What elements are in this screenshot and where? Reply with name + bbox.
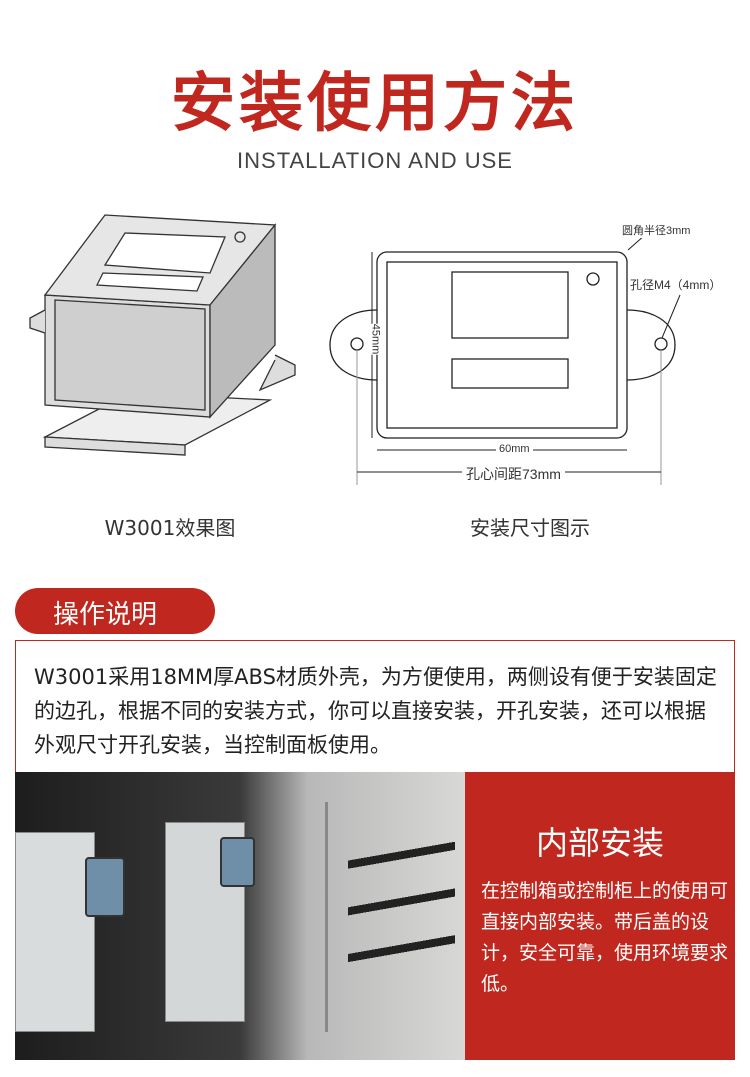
corner-radius-label: 圆角半径3mm <box>622 222 691 238</box>
internal-install-text: 在控制箱或控制柜上的使用可直接内部安装。带后盖的设计，安全可靠，使用环境要求低。 <box>481 880 729 995</box>
hole-spacing-label: 孔心间距73mm <box>462 464 565 484</box>
drive-display <box>220 837 255 887</box>
cabinet-photo <box>15 772 465 1060</box>
operation-tab: 操作说明 <box>15 588 215 634</box>
page-title: 安装使用方法 <box>171 67 579 141</box>
width-label: 60mm <box>496 443 533 455</box>
drive-unit <box>15 832 95 1032</box>
drive-display <box>85 857 125 917</box>
cabinet-door <box>325 802 455 1032</box>
product-render <box>29 214 296 456</box>
height-label: 45mm <box>369 323 382 355</box>
left-caption: W3001效果图 <box>104 516 236 540</box>
hole-diameter-label: 孔径M4（4mm） <box>630 276 722 293</box>
dimension-drawing <box>329 234 681 485</box>
internal-install-panel: 内部安装 在控制箱或控制柜上的使用可直接内部安装。带后盖的设计，安全可靠，使用环… <box>465 772 735 1060</box>
operation-description: W3001采用18MM厚ABS材质外壳，为方便使用，两侧设有便于安装固定的边孔，… <box>34 665 717 757</box>
page-subtitle: INSTALLATION AND USE <box>237 148 513 173</box>
internal-install-title: 内部安装 <box>535 824 664 862</box>
right-caption: 安装尺寸图示 <box>470 516 590 540</box>
